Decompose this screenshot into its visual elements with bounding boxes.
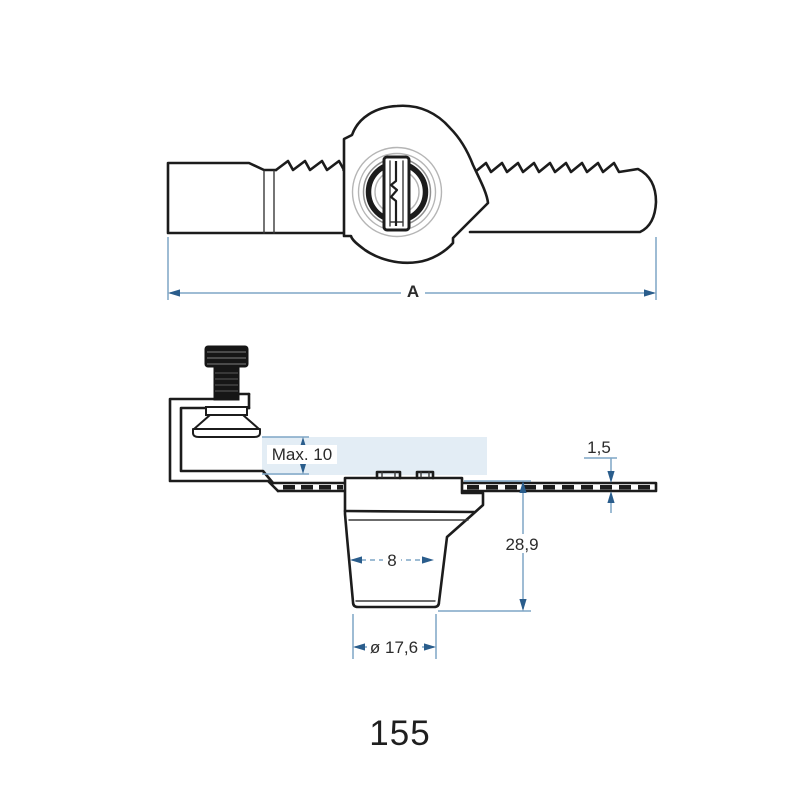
part-number-caption: 155 — [369, 714, 431, 753]
dimension-cup-width: 8 — [350, 551, 434, 570]
body-tab-left — [375, 470, 402, 480]
section-view: Max. 10 1,5 28,9 8 — [168, 345, 658, 659]
dim-cup-diameter-label: ø 17,6 — [370, 638, 418, 657]
top-view: A — [166, 104, 658, 301]
cylinder-ring-outer — [351, 146, 443, 238]
lock-body-section — [343, 470, 485, 609]
body-tab-right — [415, 470, 435, 480]
bar-left-joint-lines — [263, 170, 275, 234]
rail-right-segment — [460, 481, 658, 493]
dim-overall-length-label: A — [407, 282, 419, 301]
stud-thread — [213, 365, 240, 401]
dimension-overall-length: A — [167, 237, 657, 301]
rail-left-segment — [271, 481, 347, 493]
adjustment-stud — [204, 345, 249, 401]
stud-foot — [192, 406, 261, 438]
dimension-cup-diameter: ø 17,6 — [352, 614, 437, 659]
bar-right-section — [468, 161, 658, 234]
dim-max-clearance-label: Max. 10 — [272, 445, 332, 464]
dimension-body-depth: 28,9 — [438, 480, 545, 612]
dim-cup-width-label: 8 — [387, 551, 396, 570]
lock-housing — [342, 104, 490, 265]
bar-left-section — [166, 161, 347, 235]
dimension-plate-thickness: 1,5 — [584, 438, 617, 513]
key-profile — [389, 161, 399, 226]
dimension-max-clearance: Max. 10 — [262, 436, 337, 475]
dim-body-depth-label: 28,9 — [505, 535, 538, 554]
rack-teeth-left — [274, 159, 346, 172]
dim-plate-thickness-label: 1,5 — [587, 438, 611, 457]
